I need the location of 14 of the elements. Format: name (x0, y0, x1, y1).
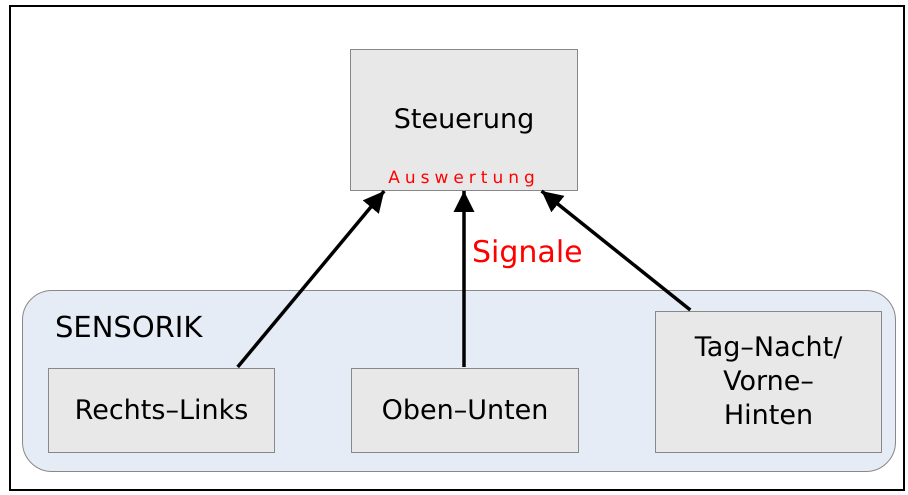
process-box (351, 368, 579, 453)
box-label: Oben–Unten (380, 394, 550, 428)
box-sublabel: Auswertung (388, 170, 540, 187)
box-label: Rechts–Links (74, 394, 250, 428)
box-label: Steuerung (392, 103, 536, 137)
arrow (454, 191, 474, 367)
box-label: Tag–Nacht/ Vorne– Hinten (694, 331, 844, 433)
process-box (48, 368, 275, 453)
group-band (22, 290, 896, 472)
process-box (655, 311, 882, 453)
group-heading: SENSORIK (55, 313, 202, 342)
process-box (350, 49, 578, 191)
arrow (236, 190, 386, 368)
arrow (540, 190, 692, 312)
